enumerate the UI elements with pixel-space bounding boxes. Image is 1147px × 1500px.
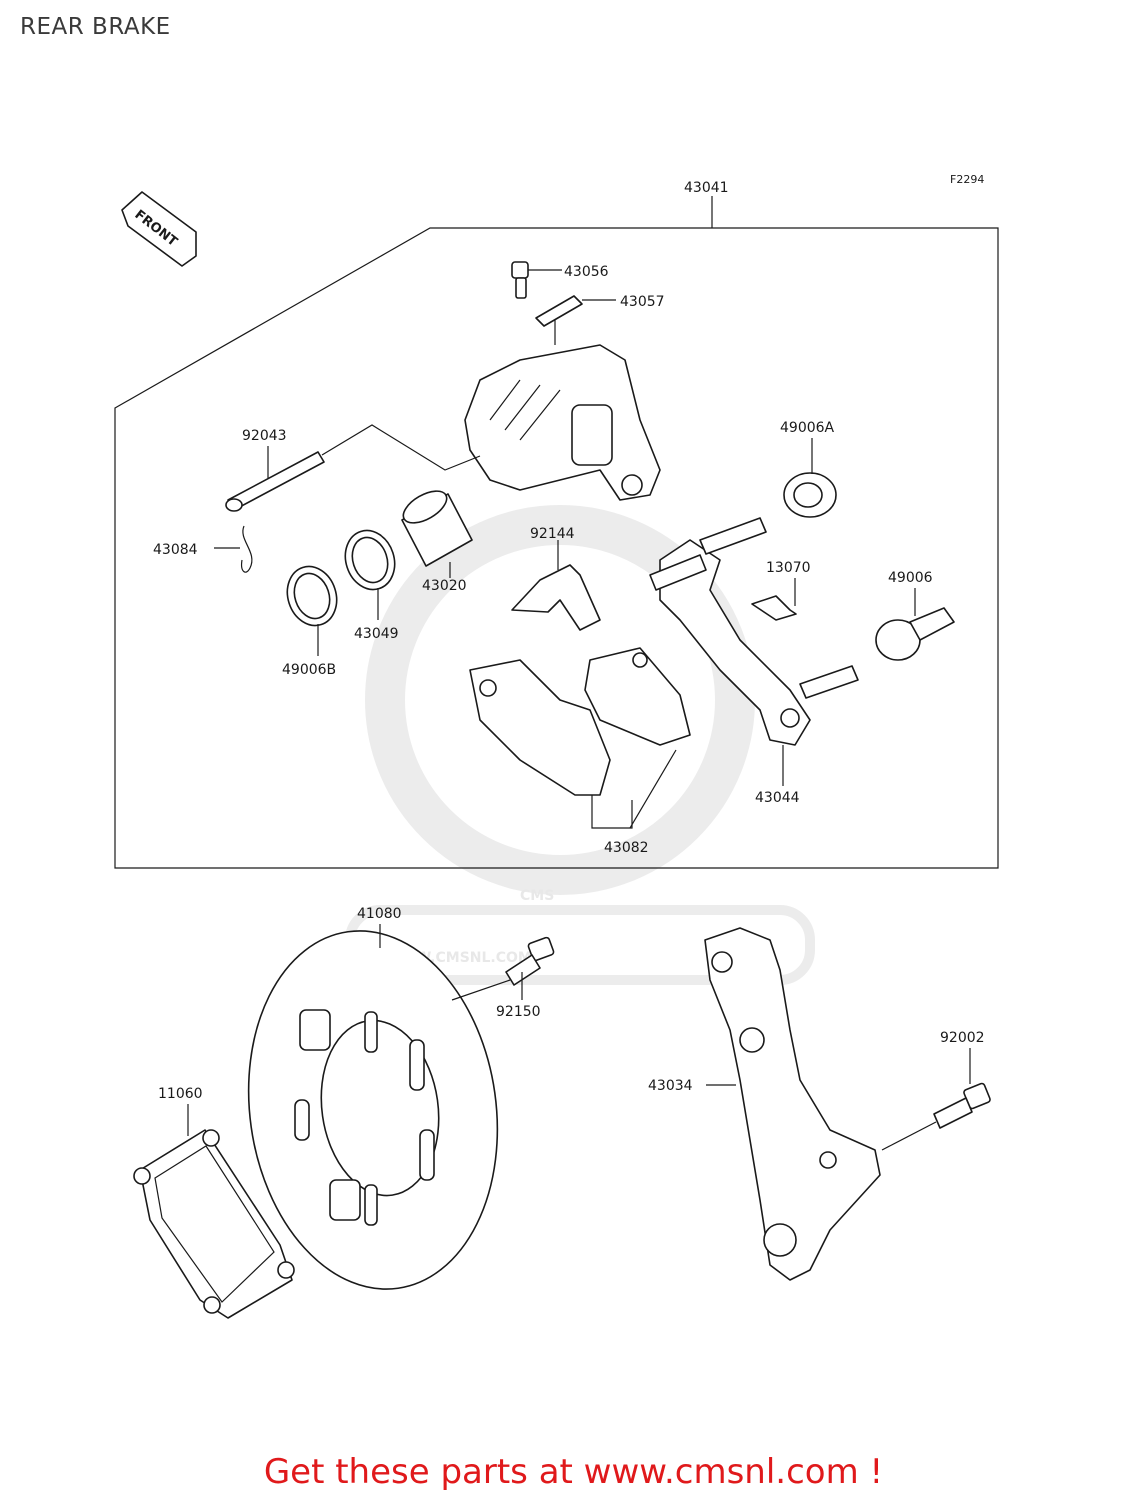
bracket-clip [751,578,797,621]
part-label-49006: 49006 [888,570,933,586]
pin-boot-a [783,438,837,518]
bracket-bolt [881,1048,991,1151]
part-label-43034: 43034 [648,1078,693,1094]
bleeder-cap [535,295,616,327]
part-label-43049: 43049 [354,626,399,642]
brake-disc [247,924,499,1290]
bleeder-valve [511,261,562,299]
part-label-92002: 92002 [940,1030,985,1046]
promo-link[interactable]: Get these parts at www.cmsnl.com ! [263,1452,884,1492]
part-label-43041: 43041 [684,180,729,196]
piston-seal [344,529,396,620]
part-label-43020: 43020 [422,578,467,594]
caliper-assembly-box [114,227,999,869]
part-label-43044: 43044 [755,790,800,806]
part-label-41080: 41080 [357,906,402,922]
part-label-43084: 43084 [153,542,198,558]
dust-seal [286,565,338,656]
part-label-92144: 92144 [530,526,575,542]
caliper-bracket [649,517,859,786]
part-label-49006B: 49006B [282,662,336,678]
pad-spring [511,540,601,631]
part-label-43057: 43057 [620,294,665,310]
part-label-13070: 13070 [766,560,811,576]
pin-boot-b [875,588,955,661]
part-label-43082: 43082 [604,840,649,856]
part-label-11060: 11060 [158,1086,203,1102]
figure-code: F2294 [950,173,984,186]
part-label-92043: 92043 [242,428,287,444]
watermark-brand: CMS [520,888,554,904]
part-labels: 43041 43056 43057 92043 49006A 43084 921… [153,180,985,1102]
caliper-body [464,320,661,501]
retaining-clip [214,525,253,573]
brake-pads [469,647,691,829]
slide-pin [225,424,481,512]
part-label-92150: 92150 [496,1004,541,1020]
part-label-49006A: 49006A [780,420,835,436]
part-label-43056: 43056 [564,264,609,280]
disc-bolt [451,936,555,1001]
front-arrow-icon: FRONT [121,191,197,267]
page-title: REAR BRAKE [20,14,171,40]
torque-link [704,927,881,1281]
disc-gasket [133,1104,295,1319]
piston [401,490,473,578]
